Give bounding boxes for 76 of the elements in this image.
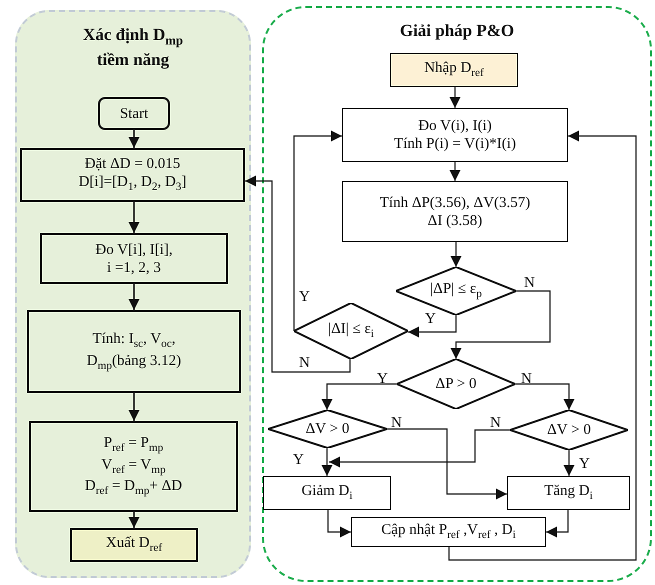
process-box	[27, 310, 241, 393]
arrow	[327, 510, 351, 538]
arrow	[450, 87, 460, 108]
box-text: Xuất D$_{ref}$	[106, 534, 162, 556]
arrow	[546, 510, 569, 538]
arrow	[128, 284, 140, 310]
box-text: Đo V(i), I(i)	[418, 117, 492, 135]
arrow	[329, 429, 510, 468]
box-text: Nhập D$_{ref}$	[424, 59, 484, 81]
output-box	[70, 528, 198, 562]
panel-title: Xác định D$_{mp}$ tiềm năng	[82, 24, 184, 71]
decision-diamond	[268, 410, 387, 448]
box-text: Tính ΔP(3.56), ΔV(3.57)	[380, 194, 530, 212]
arrow	[387, 428, 507, 500]
box-text: P$_{ref}$ = P$_{mp}$	[104, 434, 164, 456]
box-text: i =1, 2, 3	[107, 258, 161, 276]
edge-label: N	[299, 356, 310, 371]
arrow	[450, 290, 551, 359]
arrow	[293, 130, 342, 331]
arrow	[450, 242, 462, 267]
edge-label: Y	[377, 372, 388, 387]
arrow	[322, 383, 397, 410]
panel-title: Giải pháp P&O	[398, 20, 516, 42]
start-terminal	[98, 97, 170, 130]
decision-text: |ΔI| ≤ ε$_{i}$	[328, 320, 374, 342]
arrow	[564, 450, 574, 476]
arrow	[128, 393, 140, 421]
decision-diamond	[294, 303, 408, 359]
decision-diamond	[397, 359, 515, 409]
process-box	[342, 108, 568, 162]
edge-label: Y	[425, 312, 436, 327]
arrow	[128, 512, 140, 528]
box-text: D[i]=[D$_{1}$, D$_{2}$, D$_{3}$]	[78, 173, 186, 195]
edge-label: N	[524, 276, 535, 291]
arrow	[408, 315, 457, 338]
arrow	[448, 130, 637, 561]
arrow	[128, 130, 140, 148]
edge-label: Y	[579, 457, 590, 472]
arrow	[128, 202, 140, 233]
decision-text: ΔP > 0	[436, 375, 476, 393]
process-box	[342, 181, 568, 242]
arrow	[245, 176, 351, 373]
box-text: Tính: I$_{sc}$, V$_{oc}$,	[92, 330, 176, 352]
decision-diamond	[510, 410, 628, 450]
edge-label: N	[490, 416, 501, 431]
panel	[15, 10, 251, 578]
edge-label: N	[391, 416, 402, 431]
process-box	[29, 421, 238, 512]
decision-text: ΔV > 0	[547, 421, 591, 439]
box-text: Tăng D$_{i}$	[544, 482, 593, 504]
edge-label: N	[521, 372, 532, 387]
process-box	[20, 148, 245, 202]
panel	[262, 6, 652, 582]
edge-label: Y	[293, 453, 304, 468]
edge-label: Y	[299, 290, 310, 305]
arrow	[322, 448, 332, 476]
box-text: V$_{ref}$ = V$_{mp}$	[101, 456, 166, 478]
box-text: Cập nhật P$_{ref}$ ,V$_{ref}$ , D$_{i}$	[381, 521, 516, 543]
box-text: Tính P(i) = V(i)*I(i)	[394, 135, 516, 153]
decision-diamond	[396, 267, 516, 315]
box-text: Giảm D$_{i}$	[301, 482, 353, 504]
process-box	[351, 517, 546, 547]
box-text: Start	[120, 104, 148, 122]
decision-text: ΔV > 0	[306, 420, 350, 438]
box-text: D$_{ref}$ = D$_{mp}$+ ΔD	[84, 477, 182, 499]
process-box	[40, 233, 228, 284]
arrow	[515, 383, 574, 410]
decision-text: |ΔP| ≤ ε$_{p}$	[430, 280, 482, 302]
input-box	[390, 53, 518, 87]
arrow	[450, 162, 460, 181]
process-box	[507, 476, 630, 510]
box-text: D$_{mp}$(bảng 3.12)	[86, 352, 182, 373]
box-text: Đo V[i], I[i],	[95, 240, 173, 258]
box-text: Đặt ΔD = 0.015	[84, 155, 180, 174]
process-box	[263, 476, 391, 510]
box-text: ΔI (3.58)	[428, 212, 482, 230]
